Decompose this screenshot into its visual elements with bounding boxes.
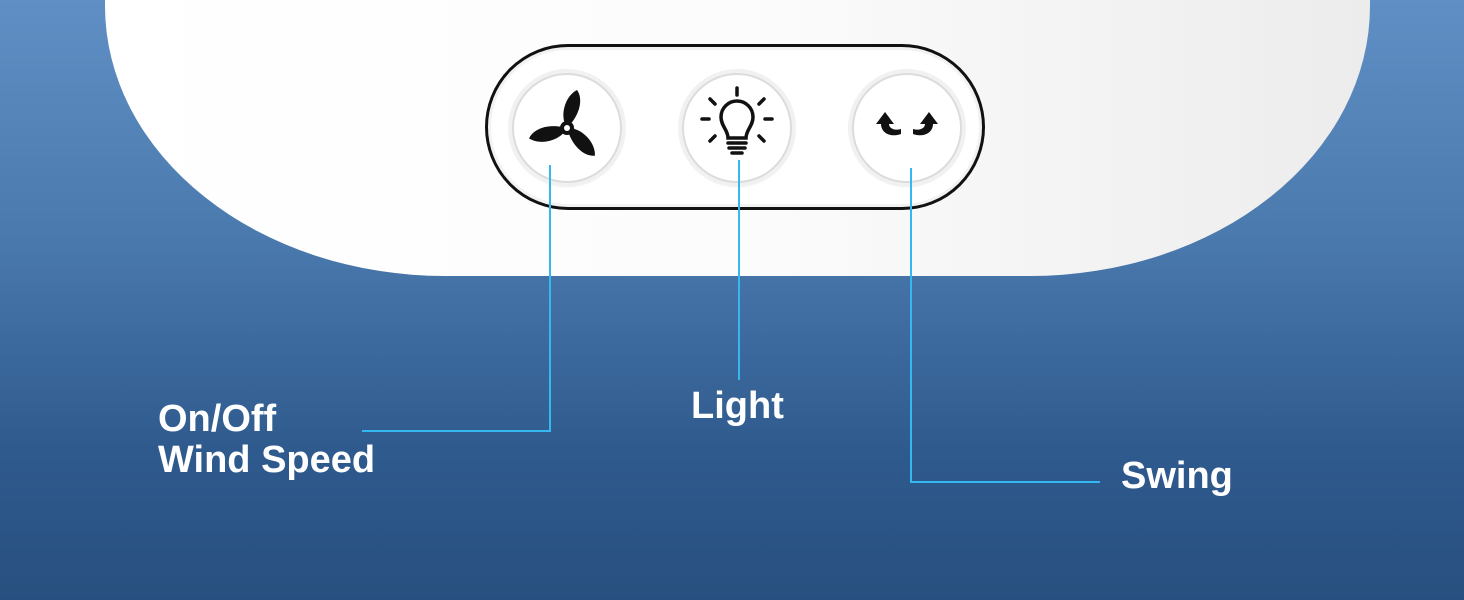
swing-button[interactable] (852, 73, 962, 183)
light-button[interactable] (682, 73, 792, 183)
light-label: Light (691, 385, 784, 427)
swing-label: Swing (1121, 455, 1233, 497)
fan-icon (529, 90, 595, 156)
swing-arrows-icon (876, 112, 938, 136)
power-speed-button[interactable] (512, 73, 622, 183)
power-label: On/Off (158, 398, 277, 440)
leader-line-power (362, 165, 551, 432)
leader-line-swing (910, 168, 1100, 483)
wind-speed-label: Wind Speed (158, 439, 376, 481)
lightbulb-icon (700, 86, 774, 155)
